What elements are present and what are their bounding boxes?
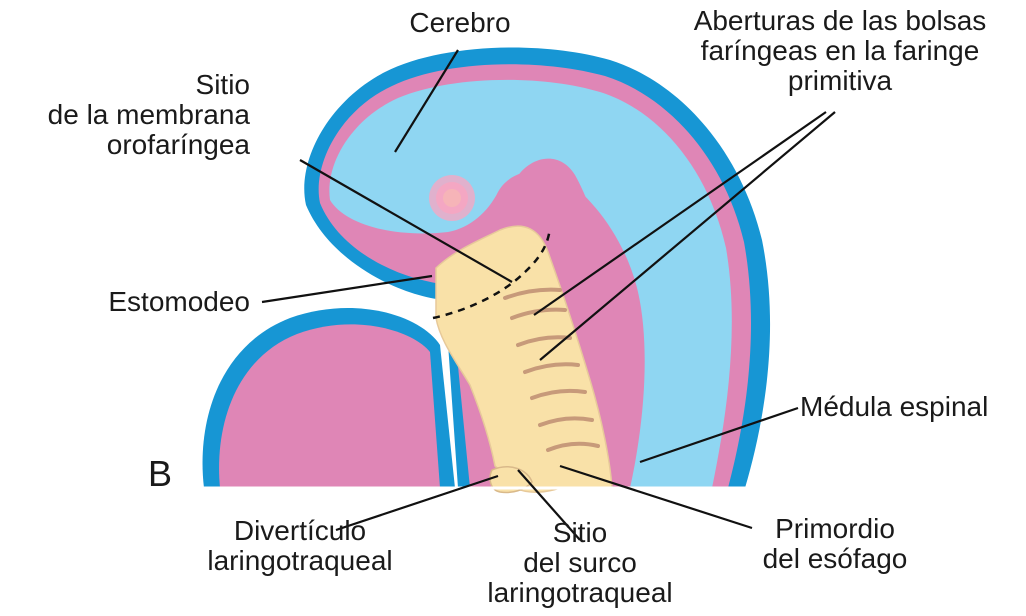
label-diverticulo: Divertículo laringotraqueal (190, 516, 410, 576)
primitive-heart-marker (429, 175, 475, 221)
label-medula-espinal: Médula espinal (800, 392, 1020, 422)
label-sitio-membrana-line-2: de la membrana (20, 100, 250, 130)
label-diverticulo-line-2: laringotraqueal (190, 546, 410, 576)
label-aberturas: Aberturas de las bolsas faríngeas en la … (660, 6, 1020, 96)
panel-letter: B (148, 456, 188, 492)
label-sitio-surco-line-2: del surco (470, 548, 690, 578)
label-sitio-membrana-line-3: orofaríngea (20, 130, 250, 160)
label-primordio-line-2: del esófago (730, 544, 940, 574)
label-primordio-line-1: Primordio (730, 514, 940, 544)
label-primordio: Primordio del esófago (730, 514, 940, 574)
label-aberturas-line-3: primitiva (660, 66, 1020, 96)
label-aberturas-line-2: faríngeas en la faringe (660, 36, 1020, 66)
label-sitio-surco: Sitio del surco laringotraqueal (470, 518, 690, 608)
label-sitio-surco-line-3: laringotraqueal (470, 578, 690, 608)
label-estomodeo: Estomodeo (60, 287, 250, 317)
label-sitio-membrana: Sitio de la membrana orofaríngea (20, 70, 250, 160)
label-aberturas-line-1: Aberturas de las bolsas (660, 6, 1020, 36)
label-cerebro: Cerebro (380, 8, 540, 38)
label-diverticulo-line-1: Divertículo (190, 516, 410, 546)
label-sitio-surco-line-1: Sitio (470, 518, 690, 548)
label-sitio-membrana-line-1: Sitio (20, 70, 250, 100)
